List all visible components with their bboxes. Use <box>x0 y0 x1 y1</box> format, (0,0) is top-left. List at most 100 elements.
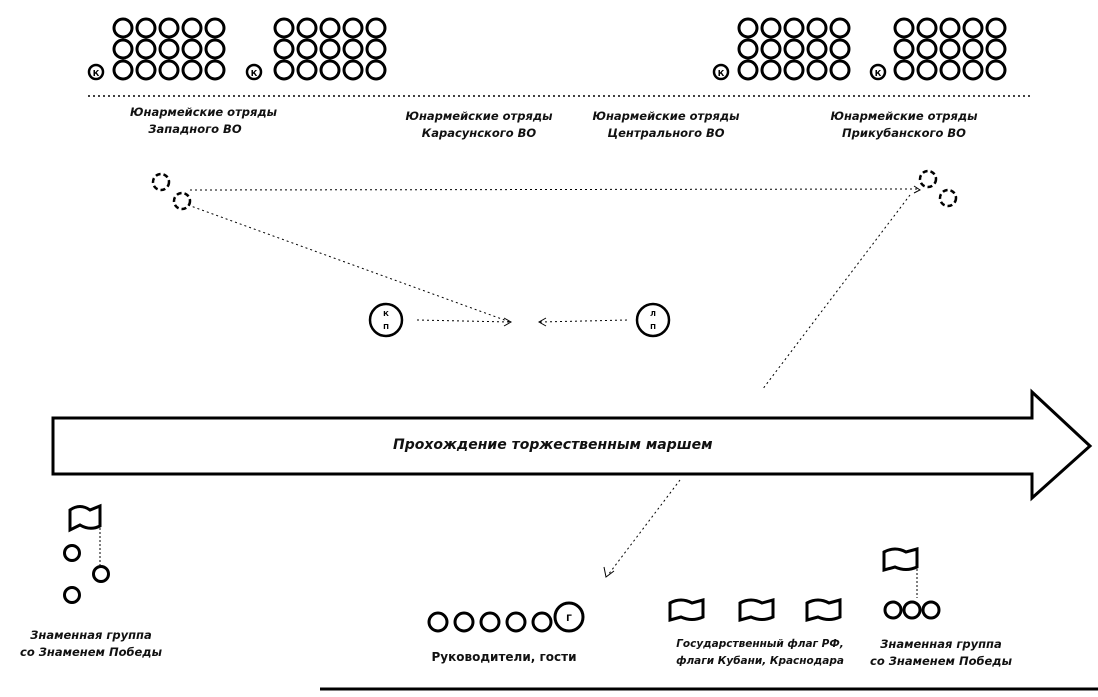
flags-label-line1: Государственный флаг РФ, <box>676 638 844 650</box>
banner-group-left-label-line2: со Знаменем Победы <box>20 645 162 659</box>
unit-commander-marker: К <box>712 63 730 81</box>
cadet-position <box>296 38 318 60</box>
cadet-position <box>806 59 828 81</box>
cadet-position <box>829 17 851 39</box>
unit-commander-marker: К <box>245 63 263 81</box>
cadet-position <box>319 17 341 39</box>
flags-label-line2: флаги Кубани, Краснодара <box>676 655 844 667</box>
unit-commander-marker: К <box>87 63 105 81</box>
cadet-position <box>273 59 295 81</box>
cadet-position <box>916 38 938 60</box>
cadet-position <box>760 17 782 39</box>
west-unit-label-line2: Западного ВО <box>148 122 242 136</box>
cadet-position <box>829 38 851 60</box>
karasun-unit-label: Юнармейские отряды Карасунского ВО <box>405 108 553 142</box>
karasun-unit-label-line2: Карасунского ВО <box>421 126 537 140</box>
cadet-position <box>760 59 782 81</box>
cadet-position <box>783 59 805 81</box>
cadet-position <box>985 17 1007 39</box>
banner-group-right-label-line2: со Знаменем Победы <box>870 654 1012 668</box>
cadet-position <box>760 38 782 60</box>
cadet-position <box>806 38 828 60</box>
guests-figure <box>427 601 585 633</box>
cadet-position <box>737 38 759 60</box>
guests-label: Руководители, гости <box>431 650 577 664</box>
cadet-position <box>158 17 180 39</box>
cadet-position <box>365 59 387 81</box>
cadet-position <box>783 38 805 60</box>
west-unit-formation-left <box>112 17 226 81</box>
cadet-position <box>939 38 961 60</box>
west-unit-formation-right <box>273 17 387 81</box>
march-arrow-label: Прохождение торжественным маршем <box>393 437 713 453</box>
commander-right-marker: Л П <box>635 302 671 338</box>
cadet-position <box>135 59 157 81</box>
west-unit-label-line1: Юнармейские отряды <box>130 105 278 119</box>
cadet-position <box>893 17 915 39</box>
banner-group-right-label-line1: Знаменная группа <box>880 637 1002 651</box>
dashed-marker-pair-left <box>151 172 192 211</box>
cadet-position <box>985 59 1007 81</box>
cadet-position <box>783 17 805 39</box>
cadet-position <box>962 38 984 60</box>
movement-path-lines <box>187 188 919 576</box>
cadet-position <box>204 17 226 39</box>
cadet-position <box>319 38 341 60</box>
commander-left-marker: К П <box>368 302 404 338</box>
karasun-unit-label-line1: Юнармейские отряды <box>405 109 553 123</box>
cadet-position <box>939 59 961 81</box>
svg-text:П: П <box>383 323 389 331</box>
prikuban-unit-label: Юнармейские отряды Прикубанского ВО <box>824 108 984 142</box>
central-unit-label-line2: Центрального ВО <box>607 126 725 140</box>
cadet-position <box>939 17 961 39</box>
cadet-position <box>342 59 364 81</box>
svg-text:К: К <box>383 310 389 318</box>
banner-group-right-label: Знаменная группа со Знаменем Победы <box>866 636 1016 670</box>
cadet-position <box>181 59 203 81</box>
svg-text:П: П <box>650 323 656 331</box>
cadet-position <box>342 38 364 60</box>
cadet-position <box>916 17 938 39</box>
cadet-position <box>737 17 759 39</box>
cadet-position <box>962 59 984 81</box>
cadet-position <box>273 17 295 39</box>
banner-group-left-label: Знаменная группа со Знаменем Победы <box>16 627 166 661</box>
cadet-position <box>806 17 828 39</box>
cadet-position <box>342 17 364 39</box>
march-direction-arrow <box>51 388 1093 502</box>
cadet-position <box>181 38 203 60</box>
cadet-position <box>158 38 180 60</box>
prikuban-unit-label-line1: Юнармейские отряды <box>830 109 978 123</box>
cadet-position <box>737 59 759 81</box>
svg-text:К: К <box>875 69 882 78</box>
cadet-position <box>829 59 851 81</box>
unit-commander-marker: К <box>869 63 887 81</box>
path-arrowheads <box>503 185 921 578</box>
dashed-marker-pair-right <box>918 169 958 208</box>
cadet-position <box>204 38 226 60</box>
prikuban-unit-label-line2: Прикубанского ВО <box>842 126 966 140</box>
cadet-position <box>893 38 915 60</box>
cadet-position <box>135 17 157 39</box>
svg-text:К: К <box>718 69 725 78</box>
central-unit-label-line1: Юнармейские отряды <box>592 109 740 123</box>
cadet-position <box>181 17 203 39</box>
banner-group-left-label-line1: Знаменная группа <box>30 628 152 642</box>
prikuban-unit-formation-right <box>893 17 1007 81</box>
cadet-position <box>962 17 984 39</box>
cadet-position <box>985 38 1007 60</box>
cadet-position <box>916 59 938 81</box>
guests-marker-letter: Г <box>566 614 572 624</box>
cadet-position <box>365 17 387 39</box>
flags-label: Государственный флаг РФ, флаги Кубани, К… <box>665 636 855 670</box>
svg-text:К: К <box>93 69 100 78</box>
flags-figure <box>668 598 842 622</box>
cadet-position <box>204 59 226 81</box>
cadet-position <box>135 38 157 60</box>
central-unit-label: Юнармейские отряды Центрального ВО <box>592 108 740 142</box>
cadet-position <box>296 59 318 81</box>
svg-text:Л: Л <box>650 310 656 318</box>
banner-group-right-figure <box>882 547 941 620</box>
cadet-position <box>273 38 295 60</box>
